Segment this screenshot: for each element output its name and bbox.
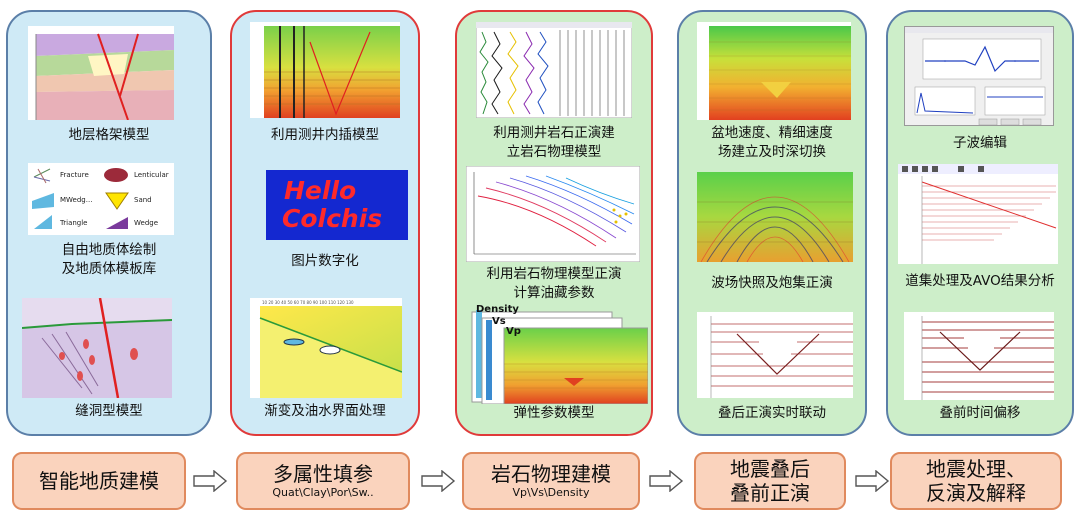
- arrow-right-icon: [855, 470, 890, 492]
- legend-wedge: Wedge: [134, 219, 159, 227]
- colchis-text: Colchis: [282, 204, 383, 233]
- caption-well-interp: 利用测井内插模型: [271, 127, 379, 143]
- caption-velocity-line2: 场建立及时深切换: [718, 144, 826, 160]
- well-log-rock-physics-image: [476, 22, 632, 118]
- vp-label: Vp: [506, 326, 521, 337]
- caption-velocity-line1: 盆地速度、精细速度: [711, 125, 833, 141]
- flow-step5-line2: 反演及解释: [926, 481, 1026, 505]
- caption-image-digitize: 图片数字化: [291, 253, 359, 269]
- caption-wavefield: 波场快照及炮集正演: [711, 275, 833, 291]
- lenticular-icon: [104, 168, 128, 182]
- arrow-right-icon: [649, 470, 684, 492]
- well-interpolation-image: [250, 22, 400, 118]
- caption-reservoir-line1: 利用岩石物理模型正演: [486, 266, 622, 282]
- caption-rock-phys-line2: 立岩石物理模型: [506, 144, 602, 160]
- legend-sand: Sand: [134, 196, 152, 204]
- velocity-field-image: [697, 22, 851, 120]
- legend-mwedge: MWedg...: [60, 196, 93, 204]
- flow-step4-line2: 叠前正演: [730, 481, 810, 505]
- arrow-right-icon: [421, 470, 456, 492]
- flow-step-geological-modeling: 智能地质建模: [12, 452, 186, 510]
- caption-strat-model: 地层格架模型: [68, 127, 150, 143]
- flow-step1-label: 智能地质建模: [39, 469, 159, 493]
- flow-step3-label: 岩石物理建模: [491, 462, 611, 486]
- flow-step5-line1: 地震处理、: [926, 457, 1026, 481]
- rock-physics-template-chart: [466, 166, 640, 262]
- wedge-icon: [106, 217, 128, 229]
- caption-fracture-model: 缝洞型模型: [75, 403, 143, 419]
- caption-gradient-owc: 渐变及油水界面处理: [264, 403, 386, 419]
- caption-gather-avo: 道集处理及AVO结果分析: [905, 273, 1055, 289]
- arrow-right-icon: [193, 470, 228, 492]
- flow-step2-label: 多属性填参: [273, 462, 373, 486]
- flow-step-seismic-forward: 地震叠后 叠前正演: [694, 452, 846, 510]
- mwedge-icon: [32, 193, 54, 209]
- gradient-owc-image: 10 20 30 40 50 60 70 80 90 100 110 120 1…: [250, 298, 402, 398]
- caption-reservoir-line2: 计算油藏参数: [513, 285, 595, 301]
- strat-framework-image: [28, 26, 174, 120]
- legend-triangle: Triangle: [60, 219, 88, 227]
- flow-step-multi-attribute: 多属性填参 Quat\Clay\Por\Sw..: [236, 452, 410, 510]
- svg-text:10 20 30 40 50 60 70 80 90 100: 10 20 30 40 50 60 70 80 90 100 110 120 1…: [262, 300, 354, 305]
- triangle-icon: [34, 215, 52, 229]
- gather-avo-image: [898, 164, 1058, 264]
- hello-text: Hello: [284, 176, 357, 205]
- elastic-model-stack: Density Vs Vp: [468, 304, 648, 404]
- flow-step3-sub: Vp\Vs\Density: [512, 486, 590, 499]
- vs-label: Vs: [492, 316, 506, 327]
- legend-fracture: Fracture: [60, 171, 89, 179]
- wavelet-editor-window: [904, 26, 1054, 126]
- caption-prestack-mig: 叠前时间偏移: [939, 405, 1021, 421]
- flow-step4-line1: 地震叠后: [730, 457, 810, 481]
- flow-step-processing-inversion: 地震处理、 反演及解释: [890, 452, 1062, 510]
- image-digitize-sample: Hello Colchis: [266, 170, 408, 240]
- caption-poststack: 叠后正演实时联动: [718, 405, 826, 421]
- fracture-cave-image: [22, 298, 172, 398]
- geobody-template-legend: Fracture Lenticular MWedg... Sand Triang…: [28, 163, 174, 235]
- poststack-forward-image: [697, 312, 853, 398]
- caption-geobody-line2: 及地质体模板库: [61, 261, 157, 277]
- prestack-migration-image: [904, 312, 1054, 400]
- wavefield-snapshot-image: [697, 172, 853, 262]
- fracture-icon: [33, 168, 51, 184]
- caption-rock-phys-line1: 利用测井岩石正演建: [493, 125, 615, 141]
- sand-icon: [105, 192, 129, 210]
- legend-lenticular: Lenticular: [134, 171, 169, 179]
- flow-step2-sub: Quat\Clay\Por\Sw..: [272, 486, 374, 499]
- density-label: Density: [476, 304, 519, 315]
- flow-step-rock-physics: 岩石物理建模 Vp\Vs\Density: [462, 452, 640, 510]
- caption-elastic-model: 弹性参数模型: [513, 405, 595, 421]
- caption-wavelet: 子波编辑: [953, 135, 1007, 151]
- caption-geobody-line1: 自由地质体绘制: [61, 242, 157, 258]
